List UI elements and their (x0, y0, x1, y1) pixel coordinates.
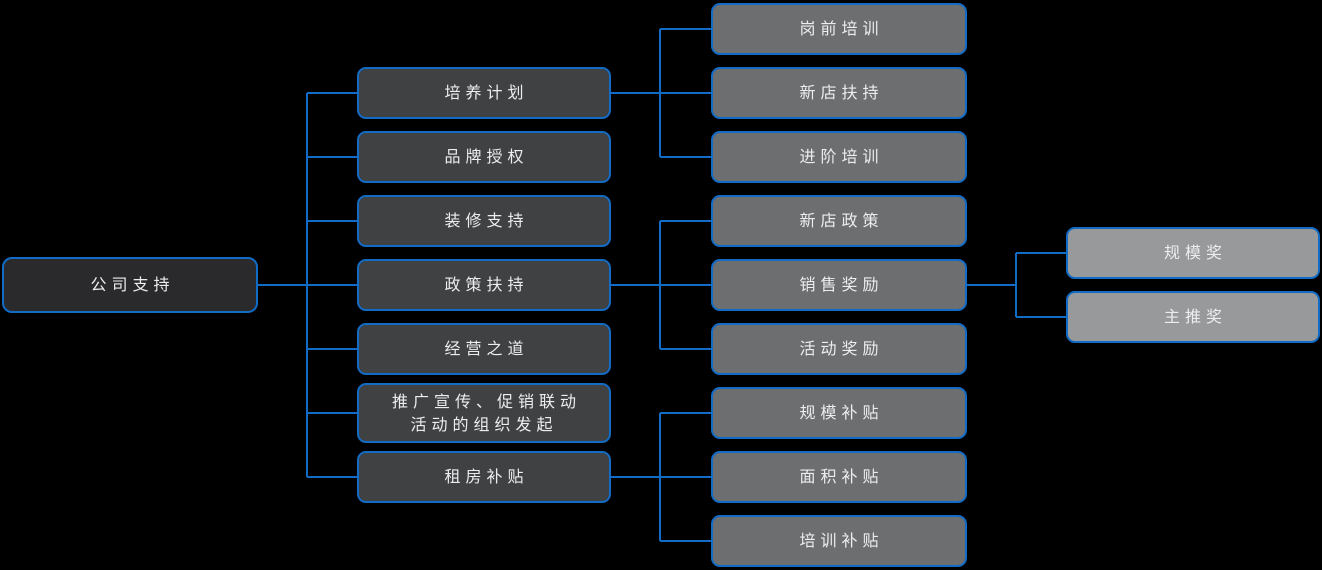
node-label: 品牌授权 (444, 147, 529, 167)
node-new-store-policy[interactable]: 新店政策 (711, 195, 967, 247)
node-training-plan[interactable]: 培养计划 (357, 67, 611, 119)
node-label: 租房补贴 (444, 467, 529, 487)
node-policy-support[interactable]: 政策扶持 (357, 259, 611, 311)
node-label: 政策扶持 (444, 275, 529, 295)
node-label: 培养计划 (444, 83, 529, 103)
node-label: 主推奖 (1163, 307, 1227, 327)
node-label: 岗前培训 (799, 19, 884, 39)
node-label: 活动奖励 (799, 339, 884, 359)
node-training-subsidy[interactable]: 培训补贴 (711, 515, 967, 567)
node-pre-job-training[interactable]: 岗前培训 (711, 3, 967, 55)
node-label: 新店政策 (799, 211, 884, 231)
node-label: 销售奖励 (799, 275, 884, 295)
node-label: 推广宣传、促销联动 活动的组织发起 (391, 391, 581, 434)
node-label: 新店扶持 (799, 83, 884, 103)
connector-path (258, 28, 1066, 542)
node-label: 进阶培训 (799, 147, 884, 167)
node-promotion-organization[interactable]: 推广宣传、促销联动 活动的组织发起 (357, 383, 611, 443)
node-activity-incentive[interactable]: 活动奖励 (711, 323, 967, 375)
node-label: 装修支持 (444, 211, 529, 231)
node-brand-authorization[interactable]: 品牌授权 (357, 131, 611, 183)
node-scale-award[interactable]: 规模奖 (1066, 227, 1320, 279)
node-scale-subsidy[interactable]: 规模补贴 (711, 387, 967, 439)
node-label: 面积补贴 (799, 467, 884, 487)
node-sales-incentive[interactable]: 销售奖励 (711, 259, 967, 311)
node-main-push-award[interactable]: 主推奖 (1066, 291, 1320, 343)
node-label: 规模奖 (1163, 243, 1227, 263)
node-label: 经营之道 (444, 339, 529, 359)
node-label: 培训补贴 (799, 531, 884, 551)
node-rent-subsidy[interactable]: 租房补贴 (357, 451, 611, 503)
node-new-store-support[interactable]: 新店扶持 (711, 67, 967, 119)
node-decoration-support[interactable]: 装修支持 (357, 195, 611, 247)
node-advanced-training[interactable]: 进阶培训 (711, 131, 967, 183)
node-business-philosophy[interactable]: 经营之道 (357, 323, 611, 375)
node-label: 公司支持 (90, 275, 175, 295)
node-company-support[interactable]: 公司支持 (2, 257, 258, 313)
node-area-subsidy[interactable]: 面积补贴 (711, 451, 967, 503)
node-label: 规模补贴 (799, 403, 884, 423)
